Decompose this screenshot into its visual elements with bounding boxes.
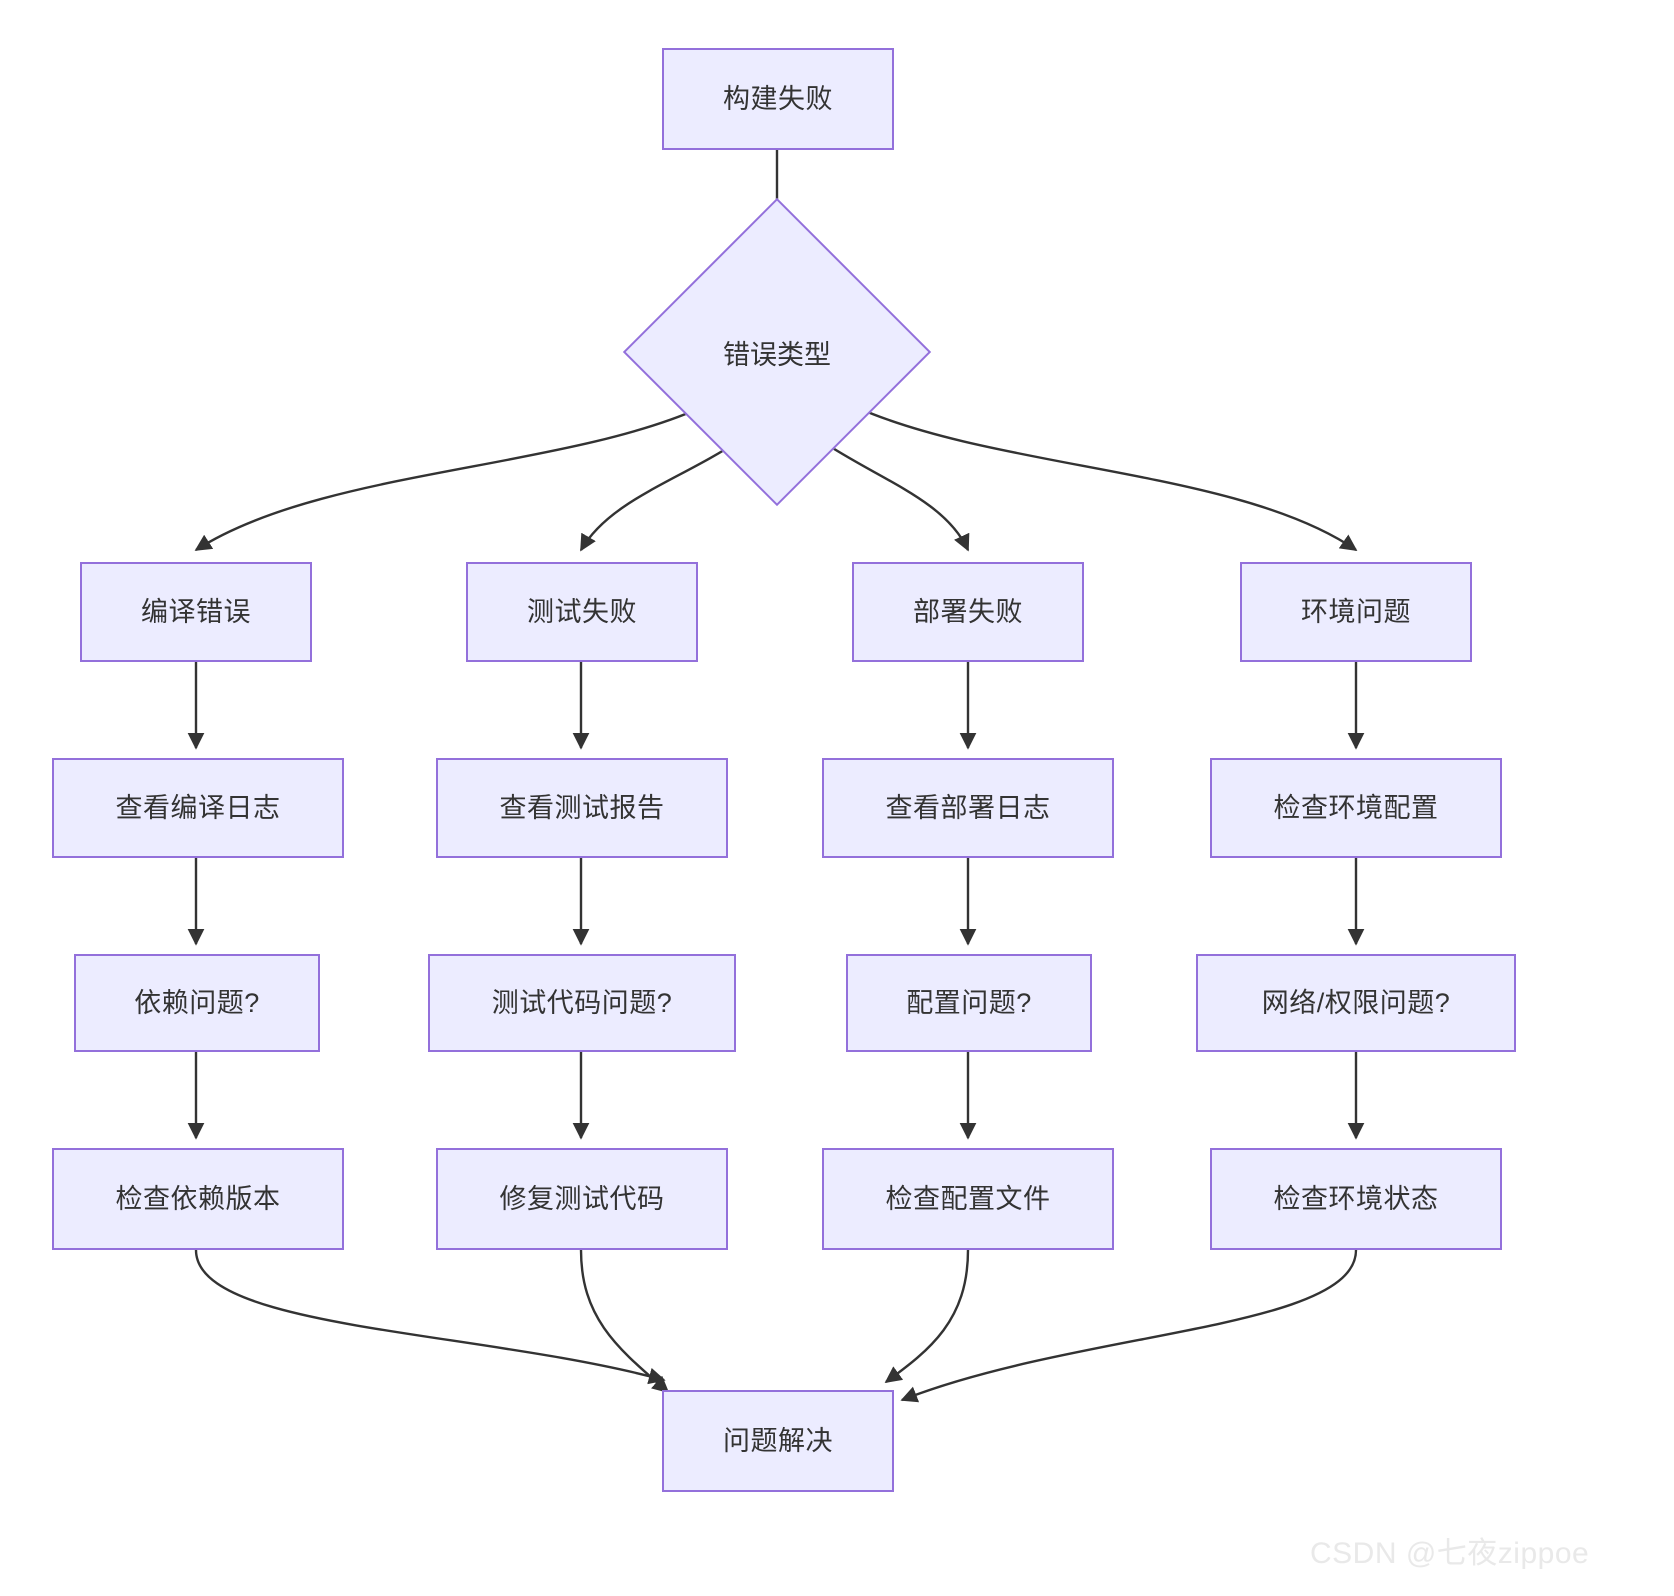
- node-error-type-label: 错误类型: [723, 339, 831, 370]
- node-view-test-report[interactable]: 查看测试报告: [436, 758, 728, 858]
- node-fix-test-code[interactable]: 修复测试代码: [436, 1148, 728, 1250]
- node-label: 查看部署日志: [885, 792, 1051, 823]
- node-label: 构建失败: [723, 83, 833, 114]
- node-view-compile-log[interactable]: 查看编译日志: [52, 758, 344, 858]
- node-problem-resolved[interactable]: 问题解决: [662, 1390, 894, 1492]
- node-label: 检查配置文件: [885, 1183, 1051, 1214]
- edge-file-done: [884, 1249, 970, 1383]
- node-check-dependency-version[interactable]: 检查依赖版本: [52, 1148, 344, 1250]
- node-label: 测试失败: [527, 596, 637, 627]
- node-label: 检查环境状态: [1273, 1183, 1439, 1214]
- node-deploy-failed[interactable]: 部署失败: [852, 562, 1084, 662]
- node-check-environment-state[interactable]: 检查环境状态: [1210, 1148, 1502, 1250]
- node-compile-error[interactable]: 编译错误: [80, 562, 312, 662]
- node-label: 修复测试代码: [499, 1183, 665, 1214]
- node-label: 依赖问题?: [134, 987, 260, 1018]
- node-label: 网络/权限问题?: [1261, 987, 1451, 1018]
- node-check-config-file[interactable]: 检查配置文件: [822, 1148, 1114, 1250]
- node-dependency-issue-question[interactable]: 依赖问题?: [74, 954, 320, 1052]
- csdn-watermark: CSDN @七夜zippoe: [1310, 1537, 1590, 1570]
- node-label: 检查环境配置: [1273, 792, 1439, 823]
- node-label: 测试代码问题?: [491, 987, 673, 1018]
- node-label: 部署失败: [913, 596, 1023, 627]
- edge-ver-done: [194, 1249, 666, 1385]
- node-label: 查看编译日志: [115, 792, 281, 823]
- edge-state-done: [900, 1249, 1358, 1403]
- node-label: 检查依赖版本: [115, 1183, 281, 1214]
- node-label: 编译错误: [141, 596, 251, 627]
- node-label: 配置问题?: [906, 987, 1032, 1018]
- node-environment-issue[interactable]: 环境问题: [1240, 562, 1472, 662]
- node-test-code-issue-question[interactable]: 测试代码问题?: [428, 954, 736, 1052]
- node-view-deploy-log[interactable]: 查看部署日志: [822, 758, 1114, 858]
- node-build-failed[interactable]: 构建失败: [662, 48, 894, 150]
- edge-fix-done: [579, 1249, 670, 1394]
- node-network-permission-question[interactable]: 网络/权限问题?: [1196, 954, 1516, 1052]
- node-label: 环境问题: [1301, 596, 1411, 627]
- edge-decision-compile: [194, 406, 701, 552]
- node-test-failed[interactable]: 测试失败: [466, 562, 698, 662]
- node-config-issue-question[interactable]: 配置问题?: [846, 954, 1092, 1052]
- edge-decision-env: [857, 406, 1358, 551]
- node-check-environment-config[interactable]: 检查环境配置: [1210, 758, 1502, 858]
- node-label: 查看测试报告: [499, 792, 665, 823]
- node-label: 问题解决: [723, 1425, 833, 1456]
